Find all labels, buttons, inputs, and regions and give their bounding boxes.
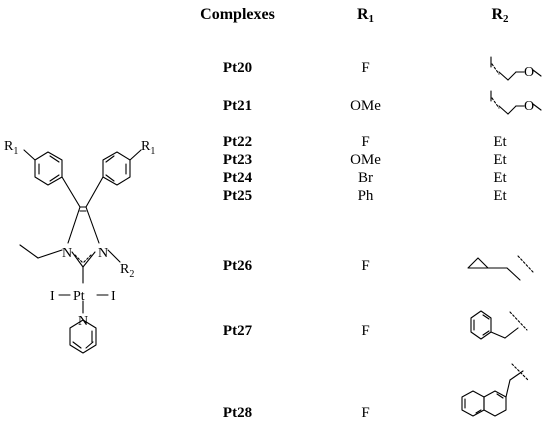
row-pt22-r1: F [361, 134, 370, 150]
row-pt25-r2: Et [493, 188, 507, 204]
r2-methoxyethyl-fragment-pt21: O [490, 90, 542, 115]
row-pt24-r1: Br [358, 170, 373, 186]
row-pt25-code: Pt25 [222, 188, 253, 204]
row-pt27-code: Pt27 [222, 323, 253, 339]
row-pt24-code: Pt24 [222, 170, 253, 186]
row-pt23-r2: Et [493, 152, 507, 168]
row-pt28-code: Pt28 [222, 405, 253, 421]
r2-oxygen-pt20: O [524, 65, 534, 80]
row-pt28-r1: F [361, 405, 370, 421]
row-pt22-code: Pt22 [222, 134, 253, 150]
r2-methoxyethyl-fragment-pt20: O [490, 56, 542, 81]
row-pt24-r2: Et [493, 170, 507, 186]
iodide-right-label: I [111, 289, 116, 304]
r2-oxygen-pt21: O [524, 99, 534, 114]
header-r1: R1 [356, 6, 375, 25]
r2-cyclopropylmethyl-fragment [467, 255, 534, 281]
row-pt21-code: Pt21 [222, 98, 253, 114]
row-pt20-r1: F [361, 60, 370, 76]
row-pt23-r1: OMe [350, 152, 381, 168]
r2-naphthylmethyl-fragment [461, 363, 529, 417]
row-pt26-code: Pt26 [222, 258, 253, 274]
platinum-complex-structure [19, 149, 142, 354]
row-pt26-r1: F [361, 258, 370, 274]
r1-left-label: R1 [4, 139, 18, 157]
pyridine-ring [69, 319, 97, 354]
header-complexes: Complexes [200, 6, 275, 23]
r2-benzyl-fragment [470, 310, 528, 340]
n-right-label: N [98, 246, 108, 261]
iodide-left-label: I [50, 289, 55, 304]
row-pt21-r1: OMe [350, 98, 381, 114]
r2-structure-label: R2 [120, 262, 134, 280]
row-pt25-r1: Ph [357, 188, 374, 204]
r1-right-label: R1 [141, 139, 155, 157]
platinum-label: Pt [73, 289, 85, 304]
pyridine-n-label: N [78, 314, 88, 329]
row-pt27-r1: F [361, 323, 370, 339]
header-r2: R2 [491, 6, 509, 25]
row-pt23-code: Pt23 [222, 152, 253, 168]
row-pt22-r2: Et [493, 134, 507, 150]
row-pt20-code: Pt20 [222, 60, 253, 76]
n-left-label: N [62, 246, 72, 261]
